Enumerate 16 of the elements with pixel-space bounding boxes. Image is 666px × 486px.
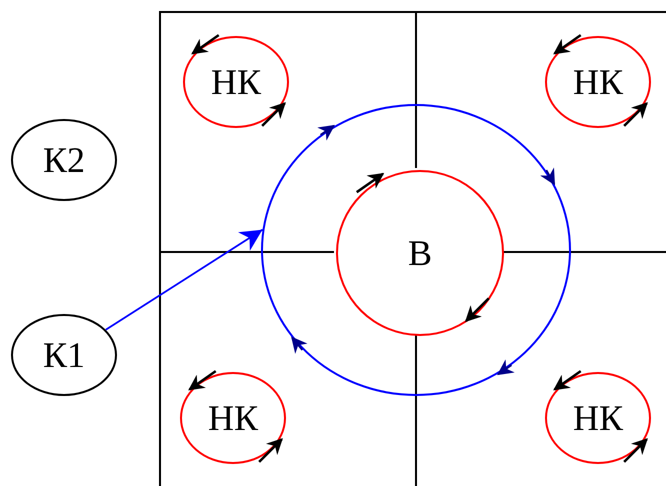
node-label: НК <box>208 400 258 436</box>
circle-node <box>11 119 117 201</box>
node-label: НК <box>210 64 261 100</box>
circle-node <box>545 36 651 128</box>
circle-node <box>336 170 504 336</box>
arrow <box>105 228 263 331</box>
node-label: НК <box>572 64 623 100</box>
node-label: НК <box>572 400 623 436</box>
circle-node <box>545 372 651 464</box>
circle-node <box>180 372 286 464</box>
node-label: В <box>408 235 432 271</box>
circulation-circle <box>261 104 571 396</box>
node-label: К1 <box>42 337 85 373</box>
circle-node <box>11 314 117 396</box>
circle-node <box>183 36 289 128</box>
node-label: К2 <box>42 142 85 178</box>
